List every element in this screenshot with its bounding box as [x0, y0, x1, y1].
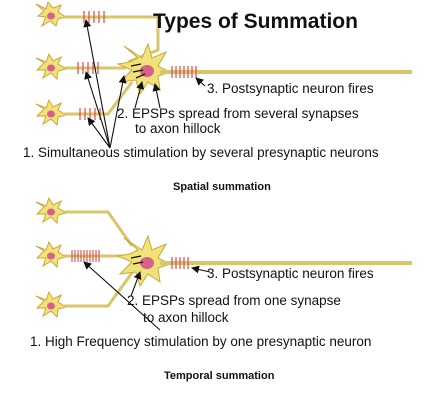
spatial-summation-panel	[35, 0, 412, 149]
nucleus-icon	[140, 257, 154, 269]
spatial-step-2-line-1: 2. EPSPs spread from several synapses	[117, 106, 359, 121]
spatial-step-2-line-2: to axon hillock	[135, 121, 221, 136]
spatial-caption: Spatial summation	[173, 181, 271, 193]
output-spike-train-temporal	[171, 257, 189, 269]
nucleus-icon	[47, 12, 55, 20]
postsynaptic-neuron-temporal	[116, 234, 412, 288]
epsp-marks	[130, 63, 146, 79]
nucleus-icon	[47, 208, 55, 216]
temporal-step-1: 1. High Frequency stimulation by one pre…	[30, 334, 371, 349]
nucleus-icon	[47, 64, 55, 72]
pointer-arrows	[83, 19, 206, 149]
temporal-step-2-line-1: 2. EPSPs spread from one synapse	[127, 293, 341, 308]
pointer-arrows-temporal	[83, 261, 211, 331]
presynaptic-neuron-3	[35, 81, 134, 127]
epsp-marks-temporal	[130, 255, 144, 265]
postsynaptic-neuron	[116, 42, 412, 96]
spatial-step-3: 3. Postsynaptic neuron fires	[207, 81, 374, 96]
presynaptic-neuron-2	[35, 52, 126, 81]
nucleus-icon	[47, 252, 55, 260]
high-frequency-spike-train	[71, 250, 100, 262]
presynaptic-neuron-firing	[35, 240, 126, 269]
temporal-step-2-line-2: to axon hillock	[143, 310, 229, 325]
nucleus-icon	[47, 302, 55, 310]
temporal-caption: Temporal summation	[164, 370, 275, 382]
output-spike-train	[171, 66, 197, 78]
presynaptic-neuron-idle-bottom	[35, 269, 136, 319]
spatial-step-1: 1. Simultaneous stimulation by several p…	[23, 145, 379, 160]
presynaptic-neuron-idle-top	[35, 196, 134, 247]
presynaptic-neuron-1	[35, 0, 160, 64]
temporal-summation-panel	[35, 196, 412, 331]
temporal-step-3: 3. Postsynaptic neuron fires	[207, 266, 374, 281]
nucleus-icon	[47, 110, 55, 118]
diagram-title: Types of Summation	[153, 10, 358, 33]
